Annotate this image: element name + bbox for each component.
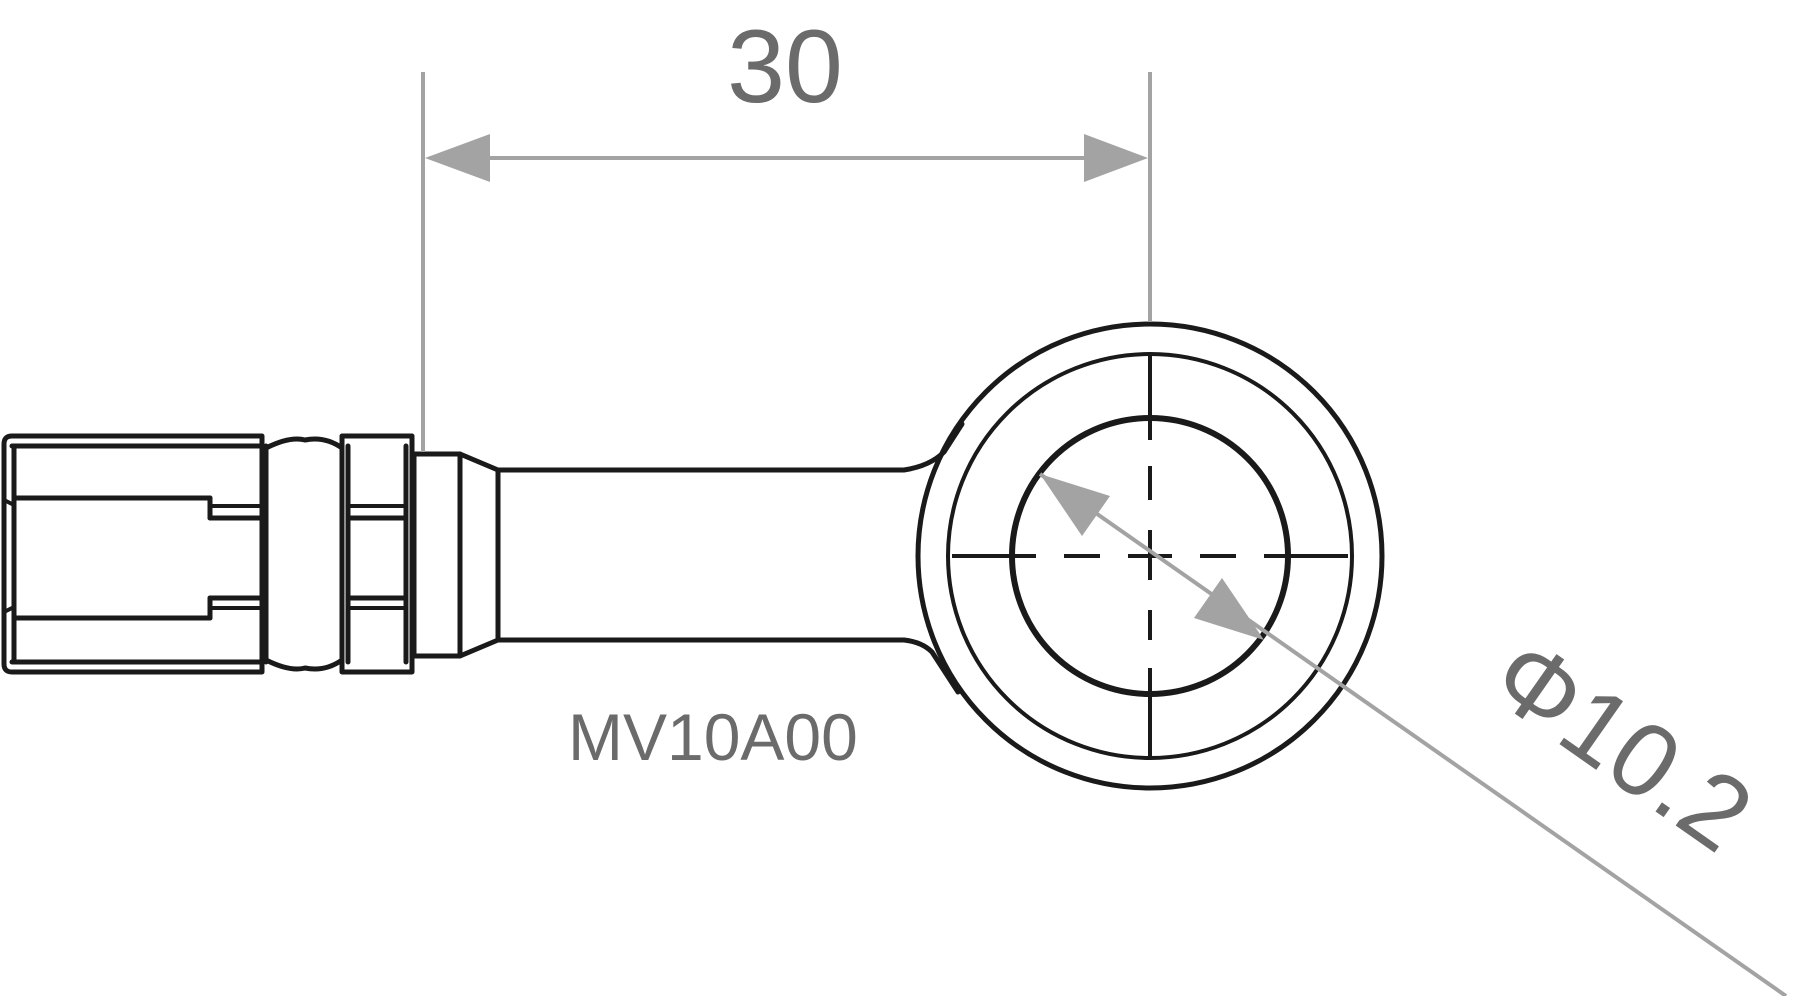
diameter-arrow-lower xyxy=(1194,578,1264,640)
length-arrow-left xyxy=(425,134,490,182)
centre-lines xyxy=(952,356,1348,756)
fitting-collar xyxy=(411,451,501,659)
fitting-neck xyxy=(263,436,345,672)
diameter-dimension-label: Φ10.2 xyxy=(1472,616,1772,875)
length-dimension-label: 30 xyxy=(727,9,843,125)
fitting-nut xyxy=(1,433,265,675)
banjo-stem xyxy=(495,421,965,695)
diameter-arrow-upper xyxy=(1040,474,1110,536)
fitting-hex xyxy=(339,433,415,675)
length-dimension: 30 xyxy=(421,9,1152,452)
length-arrow-right xyxy=(1084,134,1148,182)
part-code-label: MV10A00 xyxy=(568,700,858,774)
